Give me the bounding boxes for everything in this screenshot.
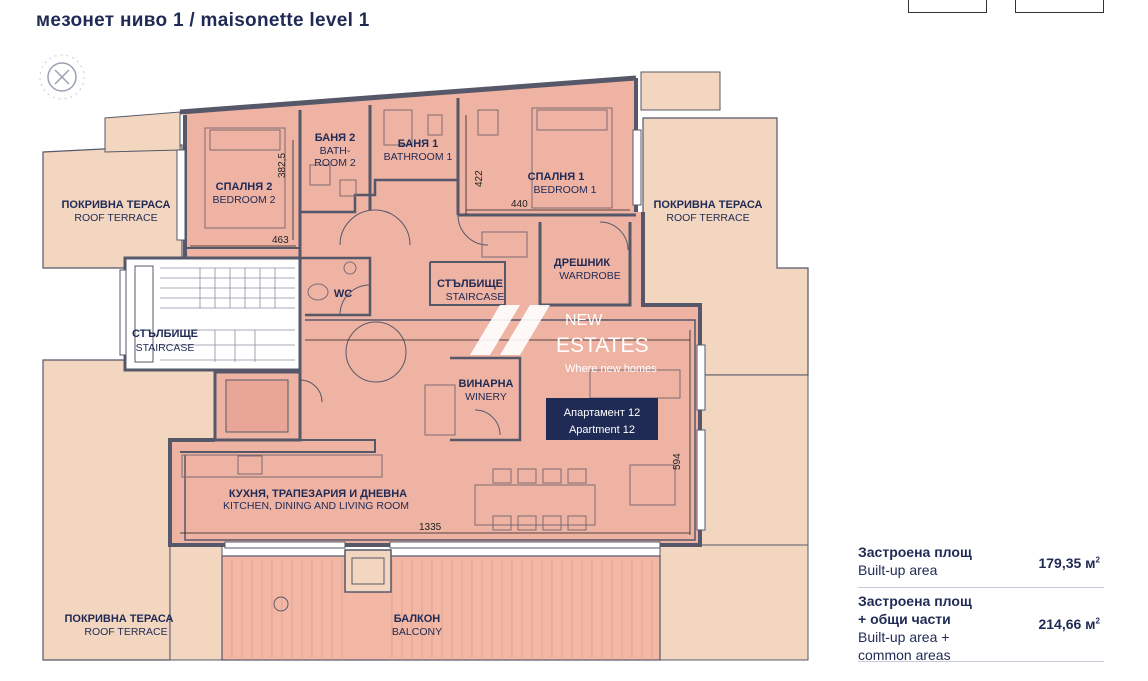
balcony-area bbox=[221, 549, 661, 661]
roof-terrace-right-label-en: ROOF TERRACE bbox=[666, 212, 749, 224]
brand-logo: NEW ESTATES Where new homes bbox=[470, 305, 657, 375]
area-value: 179,35 м2 bbox=[1038, 555, 1100, 571]
roof-terrace-right-label-bg: ПОКРИВНА ТЕРАСА bbox=[653, 199, 762, 211]
staircase-small-label-bg: СТЪЛБИЩЕ bbox=[437, 278, 503, 290]
dimension-label: 382,5 bbox=[277, 153, 288, 178]
staircase-main-label-en: STAIRCASE bbox=[136, 342, 195, 354]
living-label-bg: КУХНЯ, ТРАПЕЗАРИЯ И ДНЕВНА bbox=[229, 488, 407, 500]
bedroom1-label-bg: СПАЛНЯ 1 bbox=[528, 171, 585, 183]
area-label-en: Built-up area + bbox=[858, 629, 950, 645]
area-label-bg: + общи части bbox=[858, 611, 951, 627]
winery-label-bg: ВИНАРНА bbox=[459, 378, 514, 390]
top-frame-right bbox=[1015, 0, 1104, 13]
area-divider bbox=[858, 661, 1104, 662]
wardrobe-label-en: WARDROBE bbox=[559, 270, 620, 282]
area-label-bg: Застроена площ bbox=[858, 544, 972, 560]
area-value-number: 214,66 м bbox=[1038, 616, 1096, 632]
dimension-label: 463 bbox=[272, 235, 289, 246]
furniture bbox=[181, 107, 681, 531]
compass-icon bbox=[39, 54, 85, 100]
roof-terrace-left-label-en: ROOF TERRACE bbox=[74, 212, 157, 224]
bedroom2-label-bg: СПАЛНЯ 2 bbox=[216, 181, 273, 193]
balcony-label-bg: БАЛКОН bbox=[394, 613, 441, 625]
watermark-brand1: NEW bbox=[565, 312, 603, 329]
area-value-number: 179,35 м bbox=[1038, 555, 1096, 571]
roof-terrace-bottom-label-en: ROOF TERRACE bbox=[84, 626, 167, 638]
area-label-en: common areas bbox=[858, 647, 951, 663]
area-unit-sup: 2 bbox=[1095, 616, 1100, 626]
doors bbox=[299, 209, 629, 436]
wardrobe-label-bg: ДРЕШНИК bbox=[554, 257, 610, 269]
windows bbox=[119, 129, 706, 549]
bath1-label-en: BATHROOM 1 bbox=[384, 151, 453, 163]
bath1-label-bg: БАНЯ 1 bbox=[398, 138, 438, 150]
main-staircase bbox=[123, 256, 302, 372]
dimension-label: 440 bbox=[511, 199, 528, 210]
watermark-tagline: Where new homes bbox=[565, 363, 657, 375]
area-label-bg: Застроена площ bbox=[858, 593, 972, 609]
bath2-label-en2: ROOM 2 bbox=[314, 157, 356, 169]
wc-label: WC bbox=[334, 288, 352, 300]
dimension-label: 422 bbox=[474, 170, 485, 187]
bedroom1-label-en: BEDROOM 1 bbox=[533, 184, 596, 196]
staircase-main-label-bg: СТЪЛБИЩЕ bbox=[132, 328, 198, 340]
bedroom2-label-en: BEDROOM 2 bbox=[212, 194, 275, 206]
bath2-label-en1: BATH- bbox=[320, 145, 351, 157]
roof-terrace-bottom-label-bg: ПОКРИВНА ТЕРАСА bbox=[64, 613, 173, 625]
dimension-label: 594 bbox=[672, 453, 683, 470]
area-row-common: Застроена площ + общи части Built-up are… bbox=[858, 592, 1104, 663]
roof-terrace-left-label-bg: ПОКРИВНА ТЕРАСА bbox=[61, 199, 170, 211]
balcony-label-en: BALCONY bbox=[392, 626, 442, 638]
area-divider bbox=[858, 587, 1104, 588]
living-label-en: KITCHEN, DINING AND LIVING ROOM bbox=[223, 500, 409, 512]
bath2-label-bg: БАНЯ 2 bbox=[315, 132, 355, 144]
apartment-tag-line2: Apartment 12 bbox=[569, 424, 635, 436]
dimension-label: 1335 bbox=[419, 522, 442, 533]
page-title: мезонет ниво 1 / maisonette level 1 bbox=[36, 10, 370, 31]
top-frame-left bbox=[908, 0, 987, 13]
area-label-en: Built-up area bbox=[858, 562, 938, 578]
area-value: 214,66 м2 bbox=[1038, 616, 1100, 632]
area-row-builtup: Застроена площ Built-up area 179,35 м2 bbox=[858, 543, 1104, 583]
area-table: Застроена площ Built-up area 179,35 м2 З… bbox=[858, 540, 1104, 663]
area-unit-sup: 2 bbox=[1095, 555, 1100, 565]
staircase-small-label-en: STAIRCASE bbox=[446, 291, 505, 303]
apartment-tag-line1: Апартамент 12 bbox=[564, 407, 640, 419]
apartment-tag bbox=[546, 398, 658, 440]
watermark-brand2: ESTATES bbox=[556, 334, 649, 357]
terraces bbox=[42, 71, 809, 661]
winery-label-en: WINERY bbox=[465, 391, 507, 403]
walls bbox=[168, 75, 702, 547]
